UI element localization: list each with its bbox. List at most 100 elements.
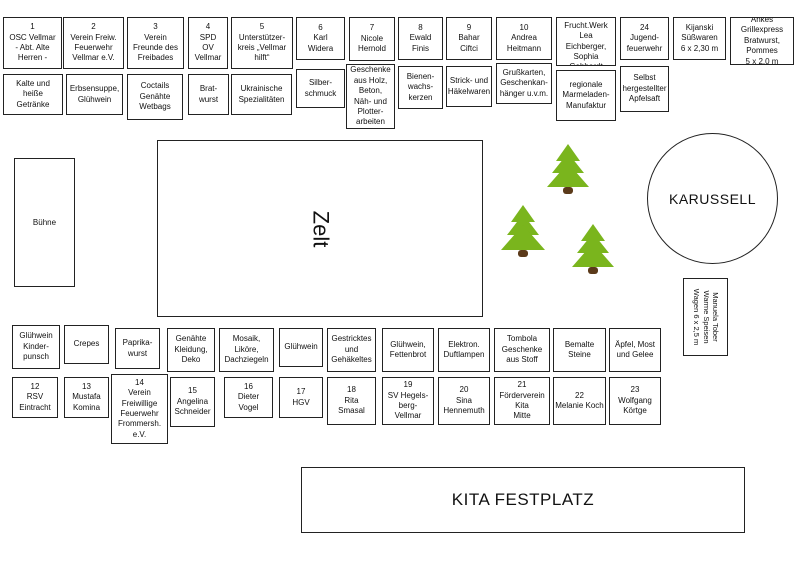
stall-17: 17 HGV [279, 377, 323, 418]
stall-10: 10 Andrea Heitmann [496, 17, 552, 60]
product-23: Äpfel, Most und Gelee [609, 328, 661, 372]
stall-12-label: 12 RSV Eintracht [19, 381, 51, 412]
tent-label: Zelt [308, 210, 333, 247]
product-22: Bemalte Steine [553, 328, 606, 372]
product-4-label: Brat- wurst [198, 84, 219, 104]
tent-area: Zelt [157, 140, 483, 317]
product-20-label: Elektron. Duftlampen [443, 339, 485, 359]
product-16-label: Mosaik, Liköre, Dachziegeln [224, 334, 269, 365]
stall-7: 7 Nicole Hernold [349, 17, 395, 61]
stall-19-label: 19 SV Hegels- berg- Vellmar [387, 380, 429, 421]
stall-22: 22 Melanie Koch [553, 377, 606, 425]
product-17-label: Glühwein [284, 342, 318, 352]
stall-15: 15 Angelina Schneider [170, 377, 215, 427]
product-9-label: Strick- und Häkelwaren [447, 76, 491, 96]
stall-14: 14 Verein Freiwillige Feuerwehr Frommers… [111, 374, 168, 444]
stage-area: Bühne [14, 158, 75, 287]
stall-5: 5 Unterstützer- kreis „Vellmar hilft“ [231, 17, 293, 69]
product-2-label: Erbsensuppe, Glühwein [69, 84, 120, 104]
stall-2: 2 Verein Freiw. Feuerwehr Vellmar e.V. [63, 17, 124, 69]
stall-6-label: 6 Karl Widera [307, 22, 334, 53]
stall-23: 23 Wolfgang Körtge [609, 377, 661, 425]
product-6-label: Silber- schmuck [304, 78, 337, 98]
product-8-label: Bienen- wachs- kerzen [406, 71, 435, 102]
product-4: Brat- wurst [188, 74, 229, 115]
product-10: Grußkarten, Geschenkan- hänger u.v.m. [496, 63, 552, 104]
stall-11: 11 Frucht.Werk Lea Eichberger, Sophia Ge… [556, 17, 616, 66]
stall-18-label: 18 Rita Smasal [338, 385, 365, 416]
product-19: Glühwein, Fettenbrot [382, 328, 434, 372]
stall-3-label: 3 Verein Freunde des Freibades [133, 22, 178, 63]
product-1-label: Kalte und heiße Getränke [16, 78, 50, 109]
product-2: Erbsensuppe, Glühwein [66, 74, 123, 115]
stall-5-label: 5 Unterstützer- kreis „Vellmar hilft“ [237, 22, 287, 63]
stall-22-label: 22 Melanie Koch [555, 390, 604, 410]
product-5-label: Ukrainische Spezialitäten [238, 84, 285, 104]
product-5: Ukrainische Spezialitäten [231, 74, 292, 115]
product-13-label: Crepes [73, 339, 100, 349]
carousel-area: KARUSSELL [647, 133, 778, 264]
tree-icon [501, 205, 545, 257]
stall-7-label: 7 Nicole Hernold [357, 23, 386, 54]
stall-16-label: 16 Dieter Vogel [237, 381, 260, 412]
stall-1-label: 1 OSC Vellmar - Abt. Alte Herren - [9, 22, 56, 63]
tree-icon [547, 144, 589, 194]
product-18: Gestricktes und Gehäkeltes [327, 328, 376, 372]
tree-icon [572, 224, 614, 274]
food-truck-label: Manuela Tober Warme Speisen Wagen 6 x 2,… [691, 288, 720, 346]
stall-10-label: 10 Andrea Heitmann [506, 22, 542, 53]
stall-12: 12 RSV Eintracht [12, 377, 58, 418]
product-23-label: Äpfel, Most und Gelee [614, 339, 655, 359]
product-15: Genähte Kleidung, Deko [167, 328, 215, 372]
stall-ankes-label: Ankes Grillexpress Bratwurst, Pommes 5 x… [740, 17, 784, 65]
stall-6: 6 Karl Widera [296, 17, 345, 60]
stall-23-label: 23 Wolfgang Körtge [618, 385, 652, 416]
kita-festplatz-label: KITA FESTPLATZ [451, 490, 595, 509]
product-12: Glühwein Kinder- punsch [12, 325, 60, 369]
stall-20-label: 20 Sina Hennemuth [443, 385, 485, 416]
product-14-label: Paprika- wurst [122, 338, 153, 358]
stage-label: Bühne [32, 218, 57, 227]
product-17: Glühwein [279, 328, 323, 367]
product-6: Silber- schmuck [296, 69, 345, 108]
product-1: Kalte und heiße Getränke [3, 74, 63, 115]
stall-20: 20 Sina Hennemuth [438, 377, 490, 425]
product-15-label: Genähte Kleidung, Deko [174, 334, 208, 365]
stall-11-label: 11 Frucht.Werk Lea Eichberger, Sophia Ge… [564, 18, 608, 65]
product-7: Geschenke aus Holz, Beton, Näh- und Plot… [346, 64, 395, 129]
stall-16: 16 Dieter Vogel [224, 377, 273, 418]
stall-15-label: 15 Angelina Schneider [174, 386, 211, 417]
stall-8-label: 8 Ewald Finis [409, 22, 432, 53]
product-10-label: Grußkarten, Geschenkan- hänger u.v.m. [499, 67, 549, 98]
stall-19: 19 SV Hegels- berg- Vellmar [382, 377, 434, 425]
stall-13: 13 Mustafa Komina [64, 377, 109, 418]
product-24: Selbst hergestellter Apfelsaft [620, 66, 669, 112]
stall-kijanski-label: Kijanski Süßwaren 6 x 2,30 m [680, 22, 719, 53]
product-21: Tombola Geschenke aus Stoff [494, 328, 550, 372]
stall-1: 1 OSC Vellmar - Abt. Alte Herren - [3, 17, 62, 69]
product-13: Crepes [64, 325, 109, 364]
stall-4: 4 SPD OV Vellmar [188, 17, 228, 69]
product-24-label: Selbst hergestellter Apfelsaft [622, 73, 667, 104]
stall-9-label: 9 Bahar Ciftci [458, 22, 480, 53]
product-8: Bienen- wachs- kerzen [398, 66, 443, 109]
stall-24-label: 24 Jugend- feuerwehr [626, 22, 663, 53]
product-20: Elektron. Duftlampen [438, 328, 490, 372]
stall-ankes: Ankes Grillexpress Bratwurst, Pommes 5 x… [730, 17, 794, 65]
product-9: Strick- und Häkelwaren [446, 66, 492, 107]
stall-8: 8 Ewald Finis [398, 17, 443, 60]
product-7-label: Geschenke aus Holz, Beton, Näh- und Plot… [350, 65, 391, 127]
stall-3: 3 Verein Freunde des Freibades [127, 17, 184, 69]
stall-24: 24 Jugend- feuerwehr [620, 17, 669, 60]
product-16: Mosaik, Liköre, Dachziegeln [219, 328, 274, 372]
product-11-label: regionale Marmeladen- Manufaktur [562, 79, 610, 110]
stall-17-label: 17 HGV [292, 387, 310, 407]
product-14: Paprika- wurst [115, 328, 160, 369]
product-3-label: Coctails Genähte Wetbags [139, 81, 171, 112]
stall-18: 18 Rita Smasal [327, 377, 376, 425]
product-11: regionale Marmeladen- Manufaktur [556, 70, 616, 121]
product-18-label: Gestricktes und Gehäkeltes [331, 334, 372, 365]
product-19-label: Glühwein, Fettenbrot [389, 339, 427, 359]
stall-21-label: 21 Förderverein Kita Mitte [499, 380, 545, 421]
